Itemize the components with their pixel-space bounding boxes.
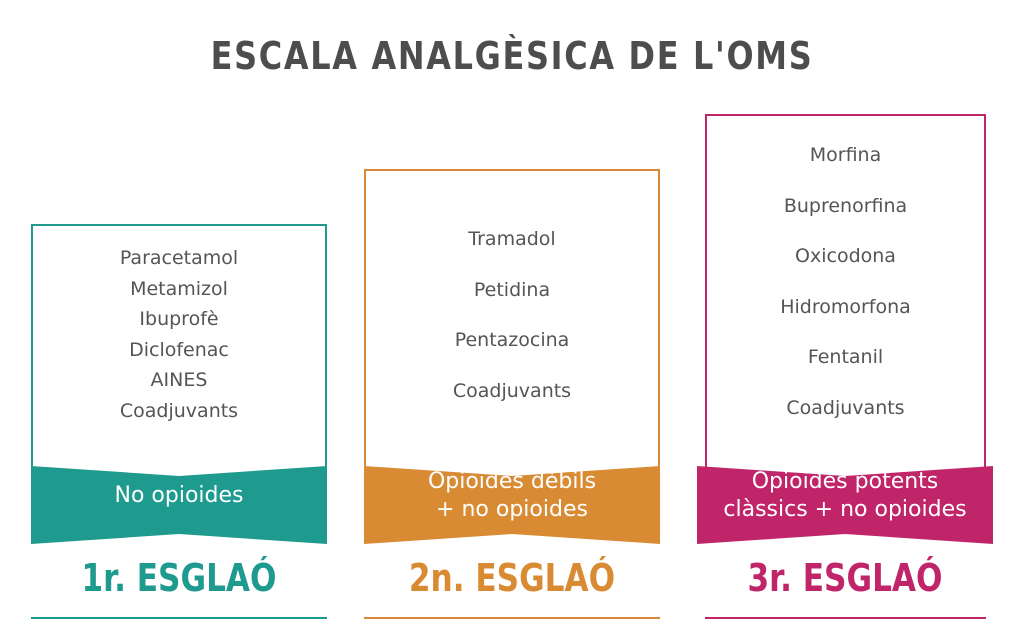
drug-item: Coadjuvants xyxy=(452,379,572,402)
step-2-drug-list: Tramadol Petidina Pentazocina Coadjuvant… xyxy=(366,214,658,416)
step-3-banner: Opioides potents clàssics + no opioides xyxy=(697,462,993,548)
step-2-banner-line-1: Opioides dèbils xyxy=(427,469,597,494)
step-2-divider xyxy=(364,617,660,619)
step-1-box: Paracetamol Metamizol Ibuprofè Diclofena… xyxy=(31,224,327,504)
drug-item: Morfina xyxy=(809,144,882,166)
step-2-banner-shape xyxy=(364,466,660,544)
page-title: ESCALA ANALGÈSICA DE L'OMS xyxy=(210,34,814,78)
drug-item: Pentazocina xyxy=(454,329,570,351)
step-1-banner: No opioides xyxy=(31,462,327,548)
drug-item: Diclofenac xyxy=(129,338,229,361)
drug-item: Coadjuvants xyxy=(119,399,239,422)
step-1-banner-shape xyxy=(31,466,327,544)
drug-item: Paracetamol xyxy=(119,247,239,269)
drug-item: Metamizol xyxy=(130,277,228,300)
step-3-banner-line-1: Opioides potents xyxy=(751,469,939,494)
step-2-banner-line-2: + no opioides xyxy=(436,497,588,522)
step-2-label: 2n. ESGLAÓ xyxy=(408,556,616,600)
step-1-divider xyxy=(31,617,327,619)
drug-item: AINES xyxy=(150,369,208,391)
drug-item: Tramadol xyxy=(468,228,556,250)
drug-item: Oxicodona xyxy=(795,245,896,267)
drug-item: Petidina xyxy=(473,278,551,301)
step-1-banner-text: No opioides xyxy=(114,483,244,508)
step-2-box: Tramadol Petidina Pentazocina Coadjuvant… xyxy=(364,169,660,504)
step-3-label: 3r. ESGLAÓ xyxy=(747,556,943,600)
step-1-label: 1r. ESGLAÓ xyxy=(81,556,277,600)
step-3-box: Morfina Buprenorfina Oxicodona Hidromorf… xyxy=(705,114,986,504)
drug-item: Ibuprofè xyxy=(139,308,219,330)
step-2-banner: Opioides dèbils + no opioides xyxy=(364,462,660,548)
drug-item: Coadjuvants xyxy=(786,396,905,419)
step-3-divider xyxy=(705,617,986,619)
drug-item: Fentanil xyxy=(807,346,884,368)
step-3-banner-shape xyxy=(697,466,993,544)
step-3-banner-line-2: clàssics + no opioides xyxy=(723,497,967,522)
step-3-drug-list: Morfina Buprenorfina Oxicodona Hidromorf… xyxy=(707,130,984,433)
step-1-drug-list: Paracetamol Metamizol Ibuprofè Diclofena… xyxy=(33,243,325,426)
drug-item: Hidromorfona xyxy=(780,295,911,318)
drug-item: Buprenorfina xyxy=(783,194,908,217)
